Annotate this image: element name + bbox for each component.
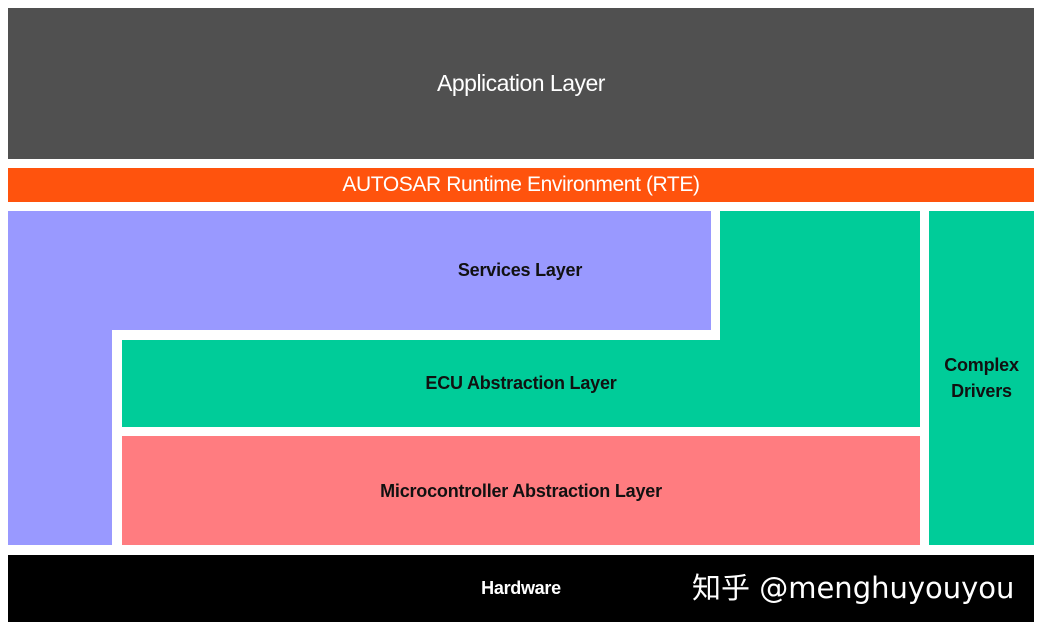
complex-drivers-layer (929, 211, 1034, 545)
complex-drivers-label-line1: Complex (944, 355, 1019, 375)
application-layer: Application Layer (8, 8, 1034, 159)
ecu-abstraction-layer-bottom (122, 340, 920, 427)
services-layer-left (8, 211, 112, 545)
rte-layer-label: AUTOSAR Runtime Environment (RTE) (342, 173, 700, 196)
microcontroller-abstraction-layer-label: Microcontroller Abstraction Layer (380, 481, 662, 501)
services-layer-top (8, 211, 711, 330)
watermark: 知乎 @menghuyouyou (692, 571, 1015, 605)
microcontroller-abstraction-layer (122, 436, 920, 545)
complex-drivers-label-line2: Drivers (951, 381, 1012, 401)
rte-layer: AUTOSAR Runtime Environment (RTE) (8, 168, 1034, 202)
ecu-abstraction-layer-label: ECU Abstraction Layer (425, 373, 617, 393)
application-layer-label: Application Layer (437, 70, 605, 96)
hardware-layer (8, 555, 1034, 622)
hardware-layer-label: Hardware (481, 578, 561, 598)
services-layer-label: Services Layer (457, 260, 583, 280)
